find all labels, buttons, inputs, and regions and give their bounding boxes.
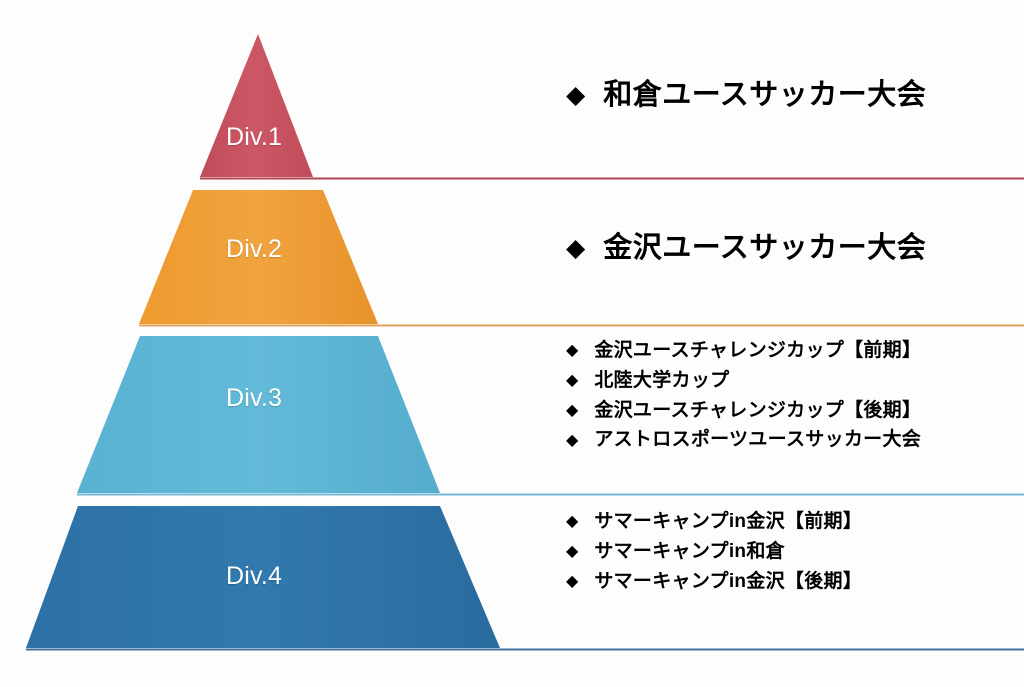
pyramid-tier-div3 — [77, 336, 440, 493]
headline-row-div2: ◆ 金沢ユースサッカー大会 — [566, 232, 927, 265]
diamond-bullet-icon: ◆ — [566, 572, 579, 590]
tier-content-div4: ◆ サマーキャンプin金沢【前期】 ◆ サマーキャンプin和倉 ◆ サマーキャン… — [566, 511, 862, 593]
headline-text-div1: 和倉ユースサッカー大会 — [603, 79, 927, 111]
diamond-bullet-icon: ◆ — [566, 342, 579, 360]
diamond-bullet-icon: ◆ — [566, 401, 579, 419]
list-item-label: 北陸大学カップ — [594, 369, 730, 391]
tier-content-div3: ◆ 金沢ユースチャレンジカップ【前期】 ◆ 北陸大学カップ ◆ 金沢ユースチャレ… — [566, 340, 921, 452]
list-item-label: サマーキャンプin金沢【後期】 — [594, 570, 863, 592]
list-item: ◆ サマーキャンプin和倉 — [566, 541, 862, 564]
headline-row-div1: ◆ 和倉ユースサッカー大会 — [566, 79, 927, 112]
headline-text-div2: 金沢ユースサッカー大会 — [603, 232, 927, 264]
diamond-bullet-icon: ◆ — [566, 513, 579, 531]
list-item-label: サマーキャンプin和倉 — [594, 540, 785, 562]
diamond-bullet-icon: ◆ — [566, 81, 586, 110]
pyramid-tier-div2 — [139, 190, 378, 324]
list-item: ◆ 金沢ユースチャレンジカップ【前期】 — [566, 340, 921, 363]
diamond-bullet-icon: ◆ — [566, 431, 579, 449]
list-item: ◆ 金沢ユースチャレンジカップ【後期】 — [566, 400, 921, 423]
list-item-label: アストロスポーツユースサッカー大会 — [594, 429, 922, 451]
diamond-bullet-icon: ◆ — [566, 372, 579, 390]
list-item: ◆ 北陸大学カップ — [566, 370, 921, 393]
list-item-label: 金沢ユースチャレンジカップ【前期】 — [594, 340, 922, 361]
list-item: ◆ サマーキャンプin金沢【後期】 — [566, 571, 862, 594]
diamond-bullet-icon: ◆ — [566, 543, 579, 561]
diamond-bullet-icon: ◆ — [566, 234, 586, 263]
pyramid-tier-div4 — [26, 506, 500, 648]
list-item-label: サマーキャンプin金沢【前期】 — [594, 511, 863, 532]
tier-content-div2: ◆ 金沢ユースサッカー大会 — [566, 232, 927, 265]
list-item: ◆ サマーキャンプin金沢【前期】 — [566, 511, 862, 534]
list-item: ◆ アストロスポーツユースサッカー大会 — [566, 429, 921, 452]
list-item-label: 金沢ユースチャレンジカップ【後期】 — [594, 399, 922, 421]
tier-content-div1: ◆ 和倉ユースサッカー大会 — [566, 79, 927, 112]
pyramid-tier-div1 — [200, 34, 313, 177]
